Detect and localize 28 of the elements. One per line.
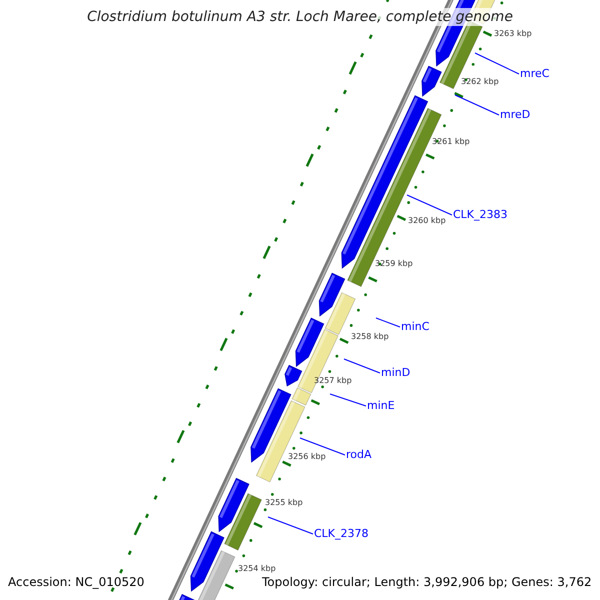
gene-label: CLK_2378	[314, 528, 369, 539]
tick-label: 3258 kbp	[351, 333, 389, 341]
tick-label: 3257 kbp	[314, 377, 352, 385]
tick-label: 3254 kbp	[238, 565, 276, 573]
gene-label: mreD	[500, 109, 530, 120]
gene-label: rodA	[346, 449, 372, 460]
gene-label: minE	[367, 400, 395, 411]
tick-label: 3263 kbp	[494, 30, 532, 38]
footer-text: Accession: NC_010520	[8, 576, 144, 588]
tick-label: 3262 kbp	[461, 78, 499, 86]
leader-line	[406, 194, 452, 216]
tick-label: 3255 kbp	[265, 499, 303, 507]
tick-label: 3259 kbp	[375, 260, 413, 268]
tick-label: 3256 kbp	[288, 453, 326, 461]
leader-line	[268, 516, 314, 534]
gene-label: mreC	[520, 68, 550, 79]
leader-line	[344, 358, 380, 374]
tick-label: 3261 kbp	[432, 138, 470, 146]
leader-line	[330, 394, 366, 406]
leader-line	[474, 52, 520, 74]
gene-label: minD	[381, 367, 410, 378]
gene-label: CLK_2383	[453, 209, 508, 220]
gene-label: minC	[401, 321, 430, 332]
tick-label: 3260 kbp	[408, 217, 446, 225]
leader-line	[300, 438, 346, 456]
leader-line	[454, 94, 500, 116]
footer-text: Topology: circular; Length: 3,992,906 bp; Genes: 3,762	[262, 576, 592, 588]
leader-line	[376, 318, 400, 328]
